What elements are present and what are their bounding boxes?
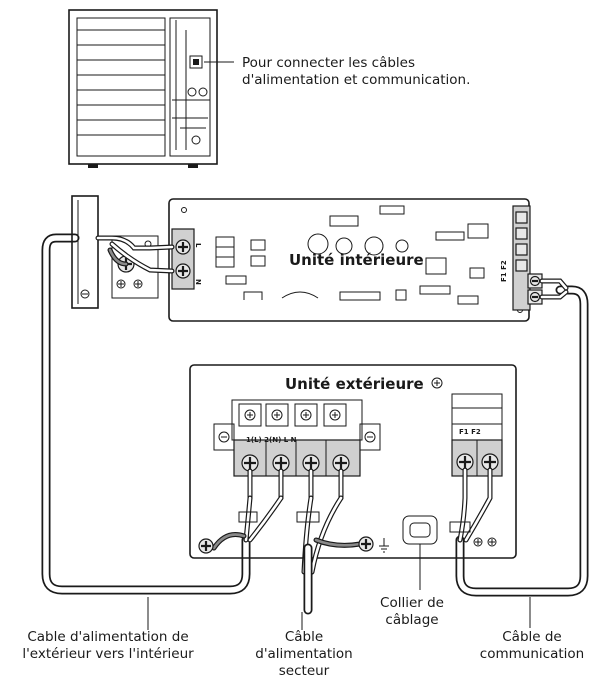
outdoor-unit-title: Unité extérieure [285,375,424,393]
callout-text-line2: d'alimentation et communication. [242,72,470,88]
indoor-terminal-L: L [194,243,202,248]
indoor-power-wires [95,235,175,274]
power-cable-label-line1: Cable d'alimentation de [27,629,188,645]
ground-screws [198,536,389,554]
indoor-power-terminal-block [171,228,195,290]
outdoor-comm-wires [402,467,497,547]
mains-cable-label-line3: secteur [279,663,330,679]
outdoor-unit-panel [189,364,517,559]
outdoor-terminal-F1F2: F1 F2 [459,428,481,436]
mains-cable-label-line2: d'alimentation [255,646,353,662]
outdoor-comm-terminal-block [451,393,503,477]
power-cable-label-line2: l'extérieur vers l'intérieur [22,646,194,662]
indoor-terminal-N: N [194,279,202,285]
communication-cable-loop [455,285,589,597]
outdoor-power-wires [211,468,363,615]
power-cable-loop [41,233,251,595]
comm-cable-label-line1: Câble de [502,629,562,645]
callout-text-line1: Pour connecter les câbles [242,55,415,71]
indoor-unit-title: Unité intérieure [289,251,424,269]
outdoor-power-terminal-block [213,399,381,477]
indoor-comm-wires [539,278,569,300]
comm-cable-label-line2: communication [480,646,584,662]
indoor-terminal-F1F2: F1 F2 [500,260,508,282]
cable-tie-label-line2: câblage [385,612,438,628]
mains-cable-label-line1: Câble [285,629,323,645]
indoor-comm-terminal-block [512,205,543,311]
indoor-cable-clamp [71,195,159,309]
outdoor-power-terminal-labels: 1(L) 2(N) L N [246,436,297,444]
indoor-unit-overview [68,9,234,168]
leader-lines [147,544,531,630]
cable-tie-label-line1: Collier de [380,595,444,611]
